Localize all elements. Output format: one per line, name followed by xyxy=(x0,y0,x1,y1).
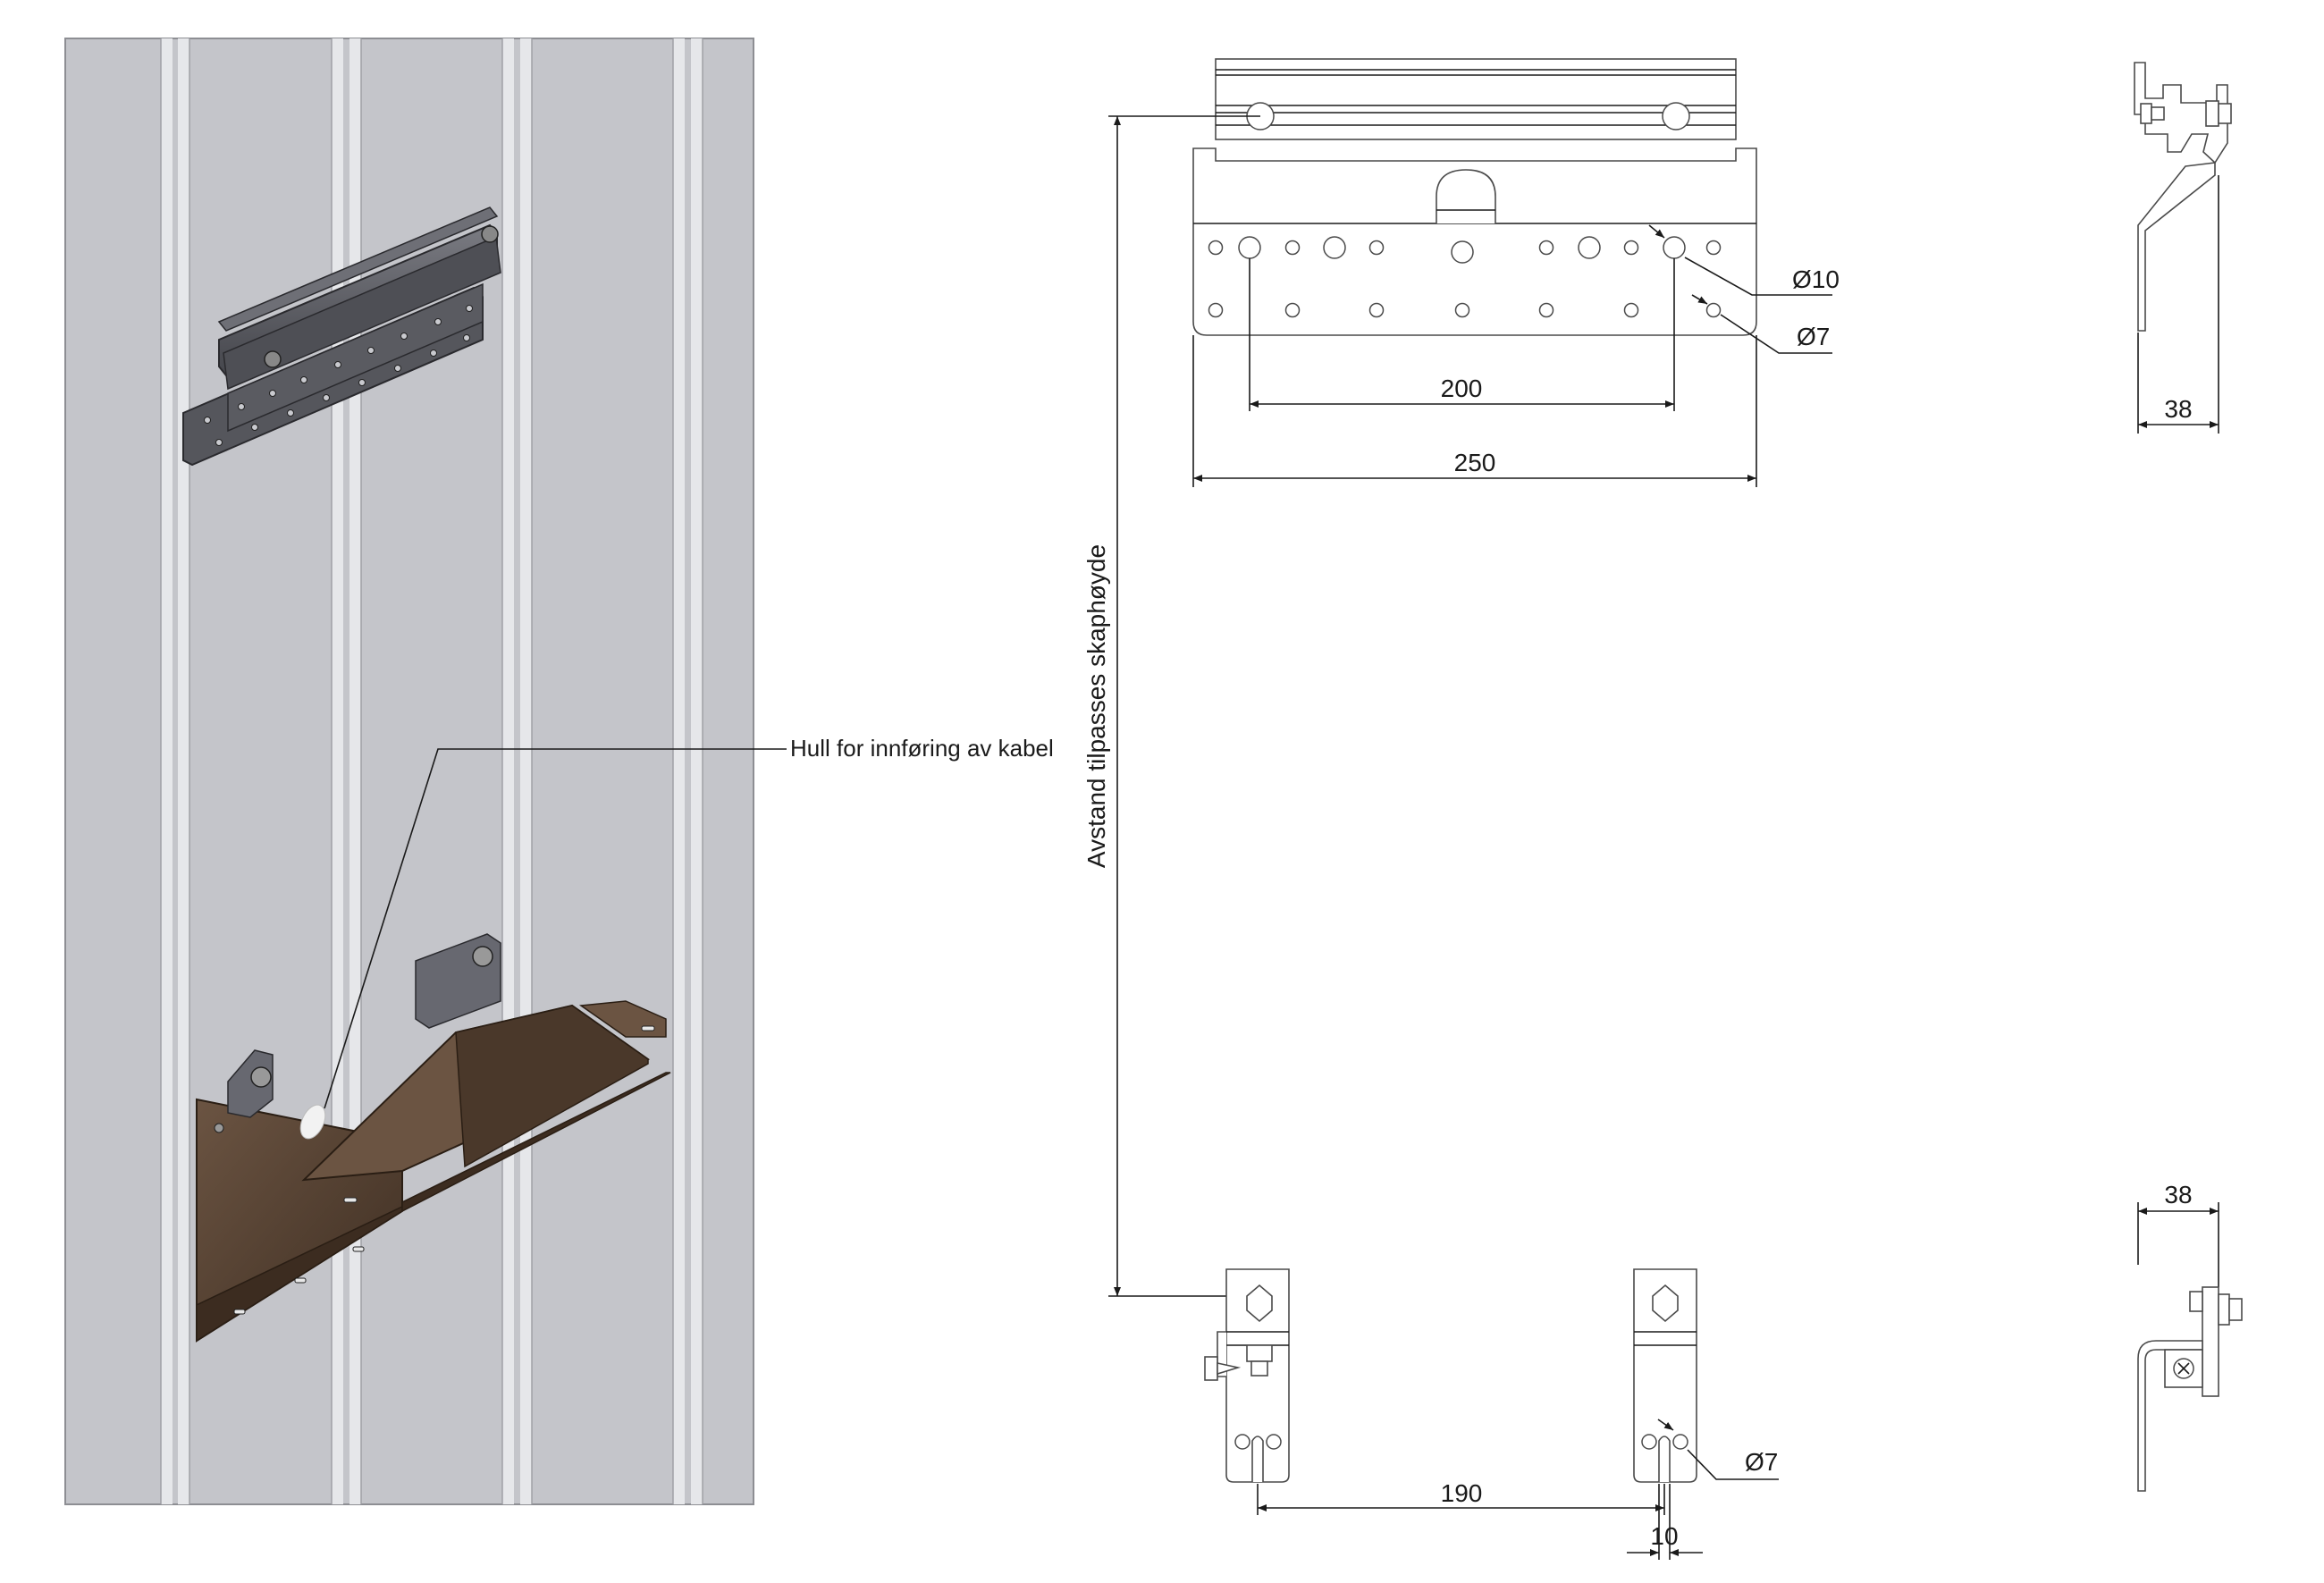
plate-holes xyxy=(1208,236,1722,318)
side-view-bottom: 38 xyxy=(2137,1181,2243,1492)
dim-plate-width-top: 250 xyxy=(1454,449,1496,476)
distance-label: Avstand tilpasses skaphøyde xyxy=(1082,544,1110,868)
dim-hole-large: Ø10 xyxy=(1792,265,1840,293)
dim-bracket-spacing: 190 xyxy=(1441,1479,1483,1507)
bottom-tray-bracket xyxy=(196,933,671,1343)
cable-hole xyxy=(299,1104,326,1140)
cable-hole-leader xyxy=(324,748,787,1109)
cable-hole-label: Hull for innføring av kabel xyxy=(790,735,1054,762)
dim-hole-small-bottom: Ø7 xyxy=(1745,1448,1778,1476)
isometric-view: Hull for innføring av kabel xyxy=(64,38,1054,1505)
vertical-distance-dimension: Avstand tilpasses skaphøyde xyxy=(1082,115,1260,1297)
side-view-top: 38 xyxy=(2134,62,2232,434)
dim-slot-width: 10 xyxy=(1650,1522,1678,1550)
top-rail-bracket xyxy=(182,206,501,467)
dim-hole-spacing-top: 200 xyxy=(1441,375,1483,402)
dim-hole-small: Ø7 xyxy=(1797,323,1830,350)
dim-depth-bottom: 38 xyxy=(2164,1181,2192,1208)
dim-depth-top: 38 xyxy=(2164,395,2192,423)
front-view-top-bracket: 200 250 Ø10 Ø7 xyxy=(1192,58,1840,487)
front-view-bottom-brackets: Ø7 190 10 xyxy=(1204,1268,1779,1560)
